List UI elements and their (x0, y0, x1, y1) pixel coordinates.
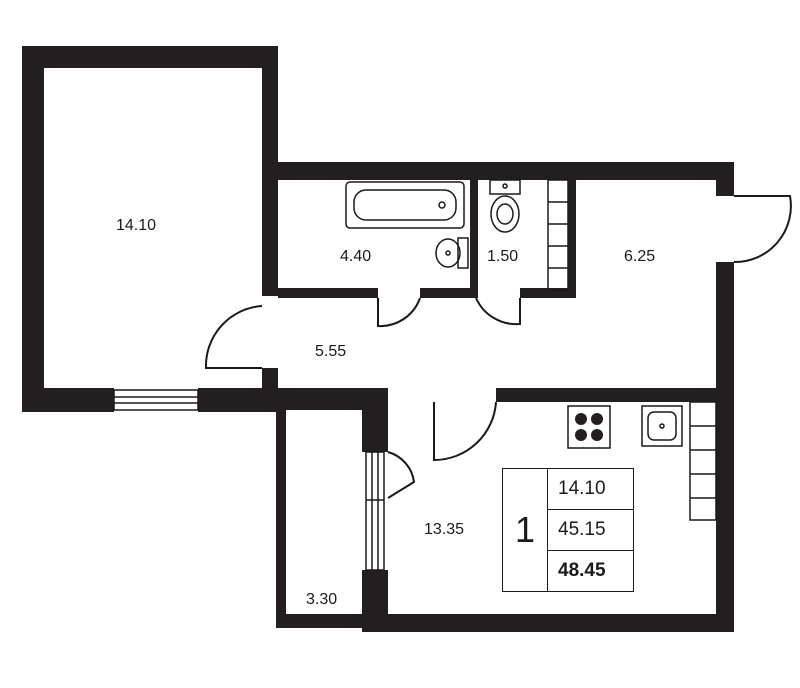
wall (22, 46, 278, 68)
toilet-door-swing (475, 297, 521, 326)
wall (262, 388, 388, 410)
bathroom-door-swing (377, 297, 421, 328)
wall (276, 614, 372, 628)
wall (470, 180, 478, 298)
balcony-door-swing (387, 451, 416, 499)
hall-area: 6.25 (624, 248, 656, 265)
kitchen-door-swing (433, 401, 497, 462)
living-room-area: 14.10 (116, 217, 157, 234)
kitchen-cabinet (689, 401, 717, 521)
toilet-bowl (489, 179, 521, 233)
living-area-value: 14.10 (548, 469, 633, 510)
rooms-count: 1 (503, 469, 548, 591)
wall (496, 388, 734, 402)
corridor-door-swing (204, 305, 263, 369)
total-area-with-balcony-value: 48.45 (558, 560, 606, 581)
wall (568, 180, 576, 298)
total-area-value: 45.15 (548, 510, 633, 551)
wall (362, 614, 734, 632)
bathroom-area: 4.40 (340, 248, 372, 265)
balcony-area: 3.30 (306, 591, 338, 608)
window (113, 389, 199, 411)
area-summary-table: 1 14.10 45.15 48.45 (502, 468, 634, 592)
bathtub (345, 181, 465, 229)
wall (22, 388, 114, 412)
entrance-door-swing (733, 195, 792, 264)
kitchen-sink (641, 405, 683, 447)
corridor-area: 5.55 (315, 343, 347, 360)
kitchen-area: 13.35 (424, 521, 465, 538)
stove (567, 405, 611, 449)
toilet-area: 1.50 (487, 248, 519, 265)
bathroom-sink (435, 237, 469, 269)
wall (520, 288, 576, 298)
wall (262, 162, 734, 180)
wall (716, 262, 734, 632)
wardrobe (547, 179, 569, 291)
wall (716, 162, 734, 196)
wall (22, 46, 44, 412)
wall (420, 288, 476, 298)
wall (278, 288, 378, 298)
wall (262, 368, 278, 392)
wall (362, 406, 388, 452)
wall (276, 406, 286, 628)
balcony-door-glass (365, 451, 385, 571)
